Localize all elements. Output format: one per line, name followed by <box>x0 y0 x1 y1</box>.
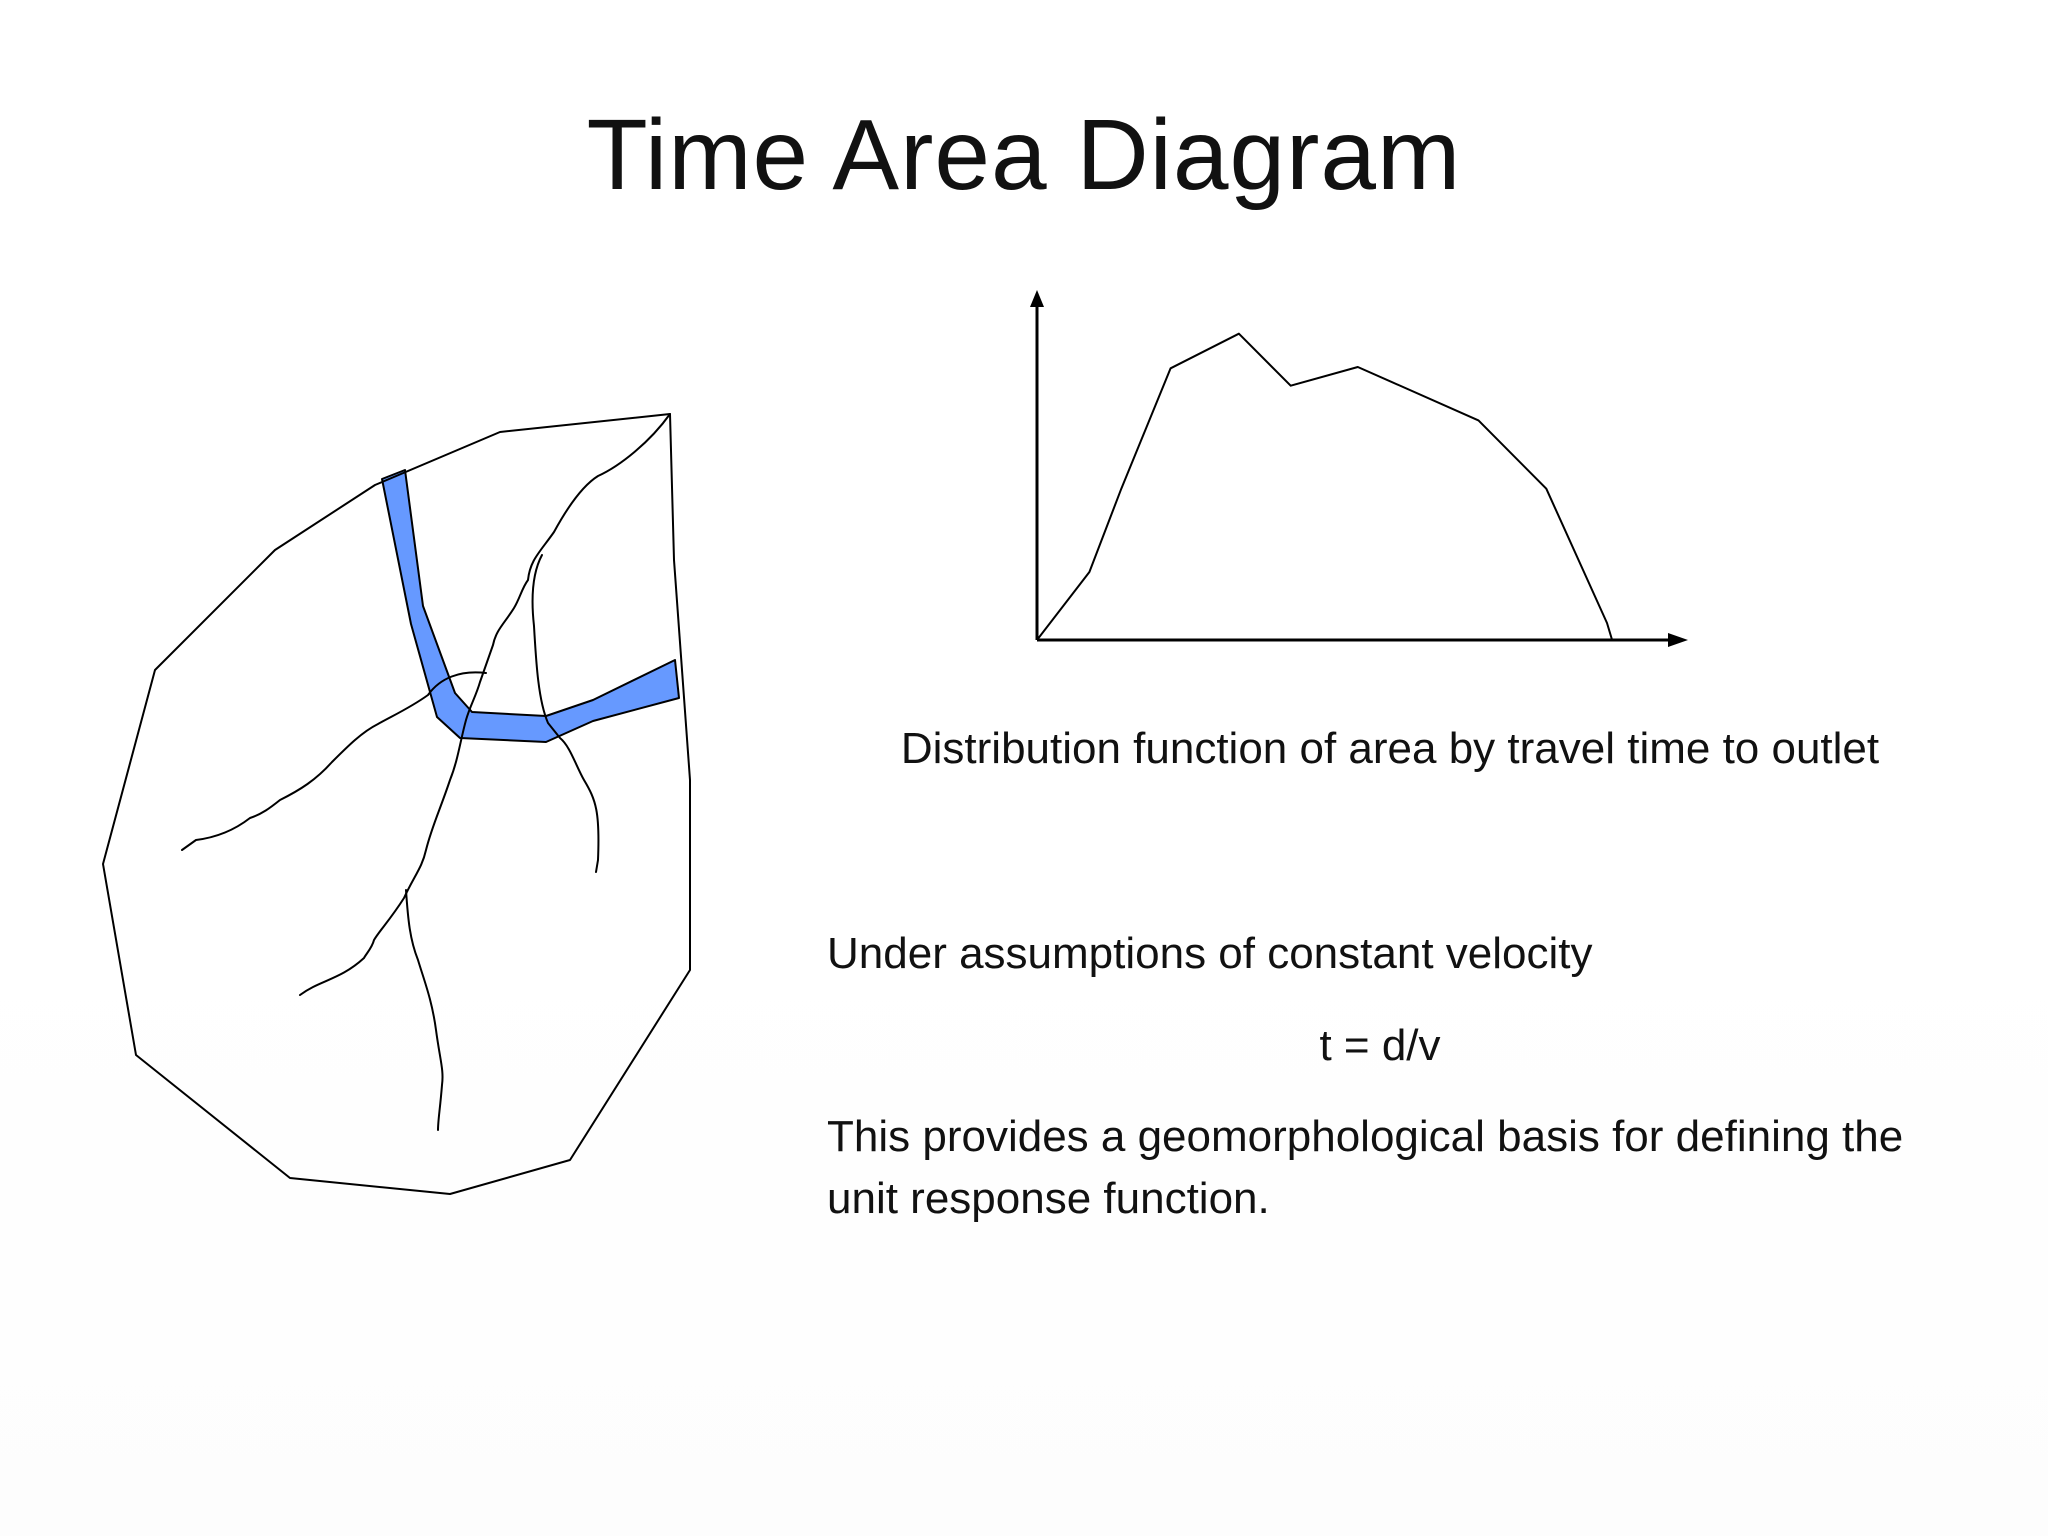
x-axis-arrowhead <box>1668 633 1688 647</box>
assumption-text: Under assumptions of constant velocity <box>827 929 1593 978</box>
watershed-boundary <box>102 413 691 1195</box>
watershed-diagram <box>102 413 691 1195</box>
travel-time-equation: t = d/v <box>1319 1021 1441 1070</box>
west-tributary <box>181 671 487 851</box>
south-tributary <box>405 889 444 1131</box>
slide-title: Time Area Diagram <box>586 99 1462 211</box>
time-area-chart <box>1030 290 1688 647</box>
basis-statement: This provides a geomorphological basis f… <box>827 1112 1904 1223</box>
main-channel <box>299 413 671 996</box>
isochrone-band <box>381 469 680 743</box>
east-tributary <box>531 554 600 873</box>
area-distribution-curve <box>1036 332 1614 641</box>
chart-caption: Distribution function of area by travel … <box>900 724 1880 773</box>
y-axis-arrowhead <box>1030 290 1044 307</box>
